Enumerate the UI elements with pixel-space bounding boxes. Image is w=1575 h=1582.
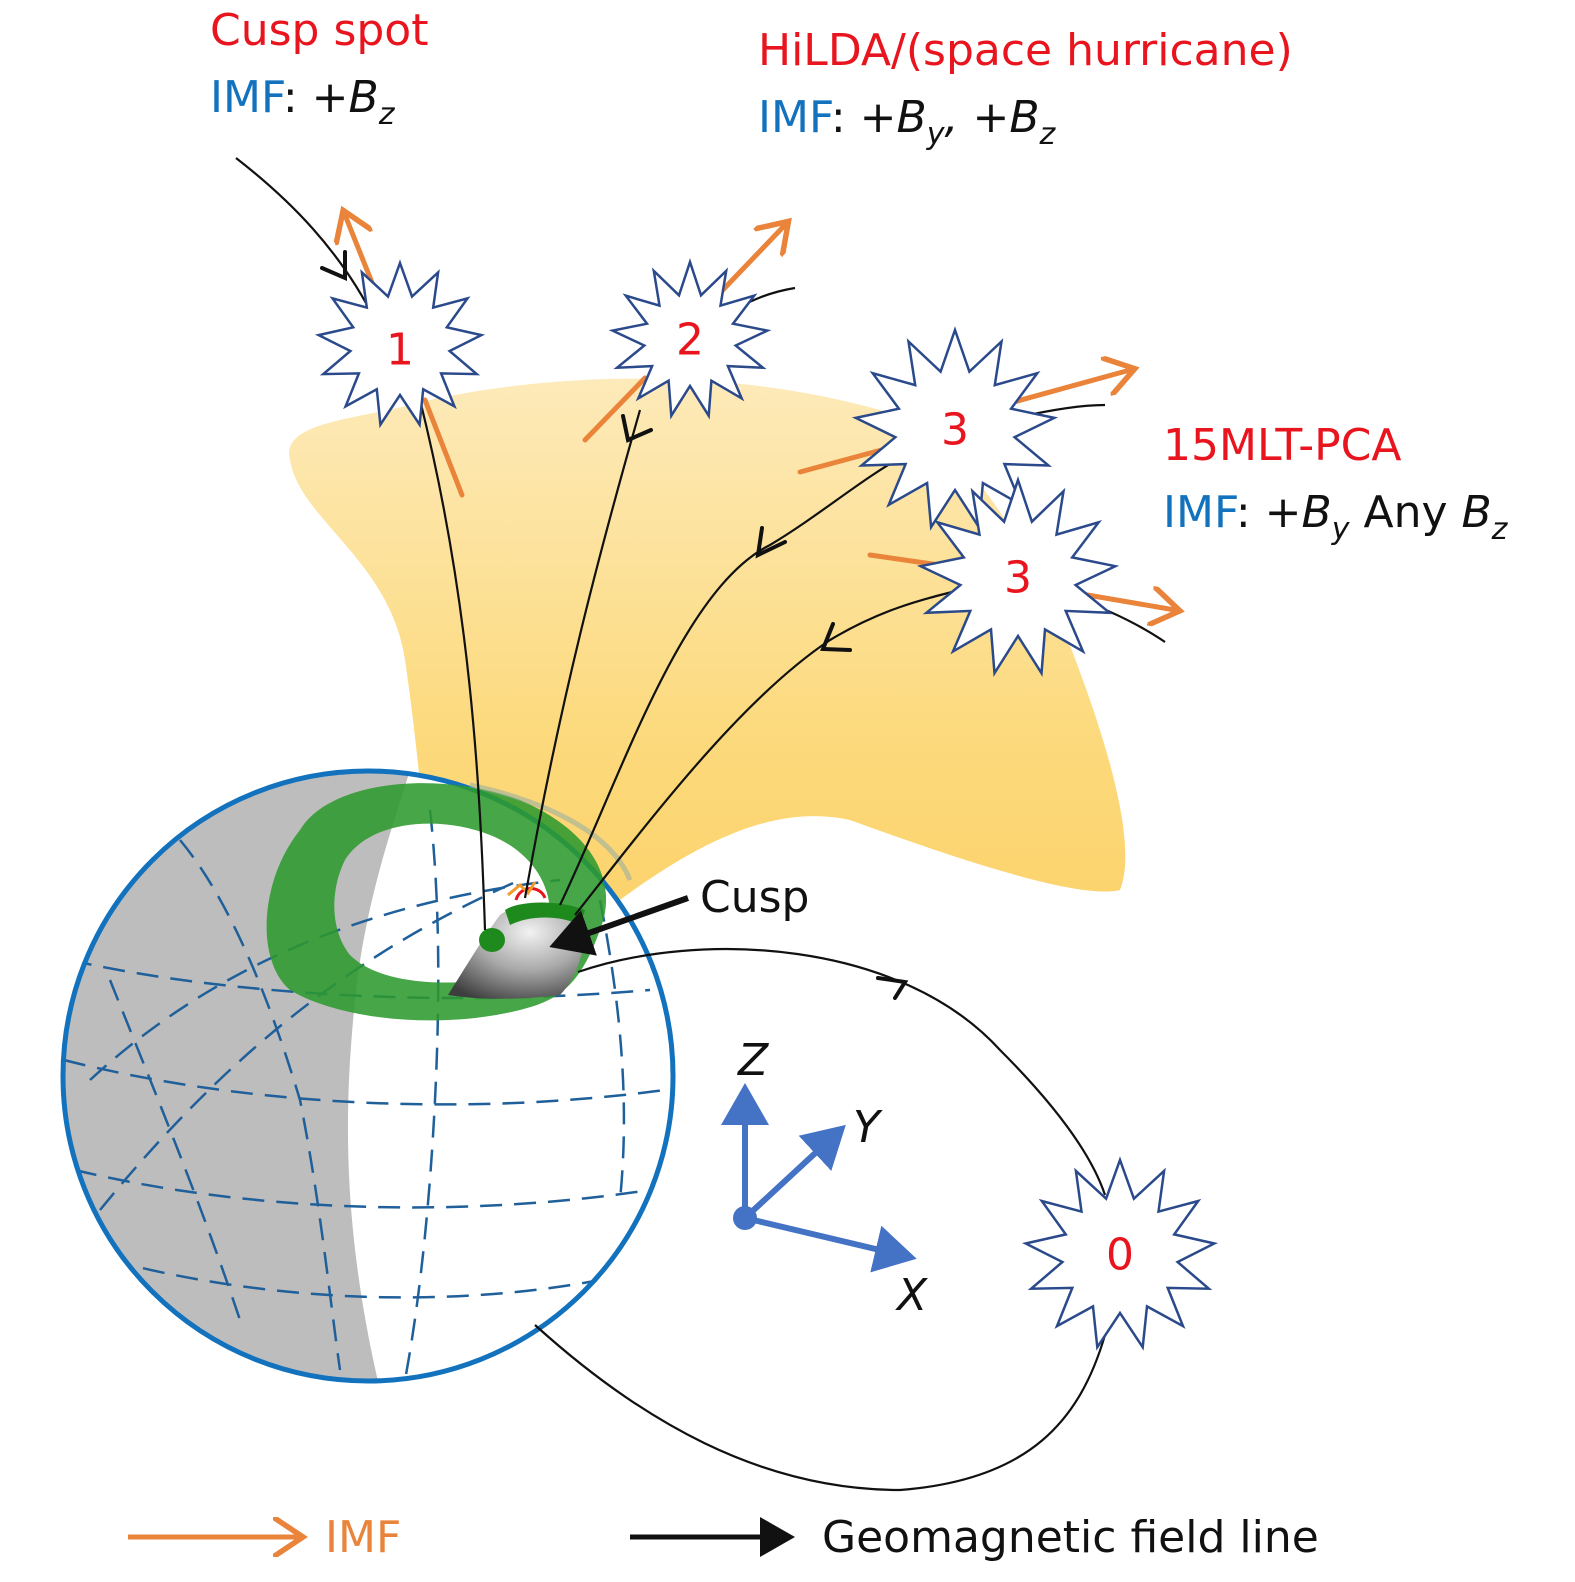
hilda-by: +B [846, 92, 927, 143]
bursts: 1 2 3 3 0 [314, 258, 1218, 1351]
burst-label-2: 2 [676, 315, 704, 366]
burst-label-0: 0 [1106, 1230, 1134, 1281]
arrow-fl3a [755, 526, 787, 559]
cusp-spot-colon: : [283, 72, 298, 123]
burst-label-3b: 3 [1004, 553, 1032, 604]
hilda-by-sub: y [926, 117, 946, 152]
cusp-spot-bz-sub: z [378, 97, 396, 132]
hilda-title: HiLDA/(space hurricane) [758, 25, 1293, 76]
pca-by: +B [1251, 487, 1332, 538]
cusp-spot-bz: +B [298, 72, 379, 123]
x-axis [742, 1215, 917, 1273]
legend-imf-label: IMF [325, 1512, 401, 1563]
field-line-arrows [320, 250, 909, 1000]
y-axis-label: Y [853, 1102, 883, 1153]
pca-bz-sub: z [1491, 512, 1509, 547]
burst-label-1: 1 [386, 325, 414, 376]
pca-any: Any [1349, 487, 1461, 538]
cusp-spot-imf-word: IMF [210, 72, 284, 123]
cusp-label: Cusp [700, 872, 809, 923]
burst-star-0 [1022, 1156, 1218, 1351]
cusp-spot-title: Cusp spot [210, 5, 428, 56]
y-axis [742, 1124, 846, 1221]
arrow-fl3b [820, 622, 852, 652]
field-line-0-closed [577, 948, 1107, 1196]
burst-star-1 [314, 259, 486, 429]
imf-arrow-2-up [715, 225, 785, 298]
burst-2: 2 [608, 258, 772, 420]
cusp-spot-footprint [479, 928, 505, 952]
pca-colon: : [1236, 487, 1251, 538]
axes [721, 1083, 917, 1273]
burst-star-3a [851, 326, 1059, 531]
hilda-footprint-orange [507, 881, 537, 897]
arrow-fl1 [320, 250, 347, 282]
arrow-fl0 [876, 976, 909, 1000]
hilda-bz-sub: z [1039, 117, 1057, 152]
burst-star-2 [608, 258, 772, 420]
axis-origin [733, 1206, 757, 1230]
earth-outline [60, 768, 676, 1384]
hilda-imf: IMF: +By, +Bz [758, 92, 1057, 152]
cusp-spot-imf: IMF: +Bz [210, 72, 396, 132]
arrow-fl2 [621, 414, 653, 443]
imf-arrow-2-down [582, 375, 648, 443]
hilda-colon: : [831, 92, 846, 143]
pca-by-sub: y [1331, 512, 1351, 547]
burst-star-3b [916, 476, 1120, 678]
burst-3a: 3 [851, 326, 1059, 531]
field-line-3a [559, 454, 906, 906]
pca-imf: IMF: +By Any Bz [1163, 487, 1509, 547]
legend-field-line-label: Geomagnetic field line [822, 1512, 1319, 1563]
field-line-2 [523, 409, 642, 899]
hilda-imf-word: IMF [758, 92, 832, 143]
field-line-1 [418, 399, 487, 931]
burst-3b: 3 [916, 476, 1120, 678]
burst-label-3a: 3 [941, 405, 969, 456]
imf-arrow-1-up [345, 215, 378, 293]
field-line-0-lower [534, 1324, 1107, 1492]
field-line-3b [574, 588, 961, 916]
auroral-oval [266, 782, 633, 1021]
burst-0: 0 [1022, 1156, 1218, 1351]
pca-imf-word: IMF [1163, 487, 1237, 538]
legend: IMF Geomagnetic field line [128, 1512, 1319, 1563]
hilda-bz: , +B [944, 92, 1039, 143]
imf-arrow-1-down [422, 397, 465, 498]
x-axis-label: X [895, 1270, 928, 1321]
z-axis-label: Z [737, 1035, 769, 1086]
pca-bz: B [1461, 487, 1491, 538]
field-line-1-incoming [235, 157, 376, 321]
burst-1: 1 [314, 259, 486, 429]
cusp-pointer-arrow [549, 895, 689, 956]
pca-title: 15MLT-PCA [1163, 420, 1401, 471]
imf-arrow-3a-right [1007, 370, 1130, 406]
